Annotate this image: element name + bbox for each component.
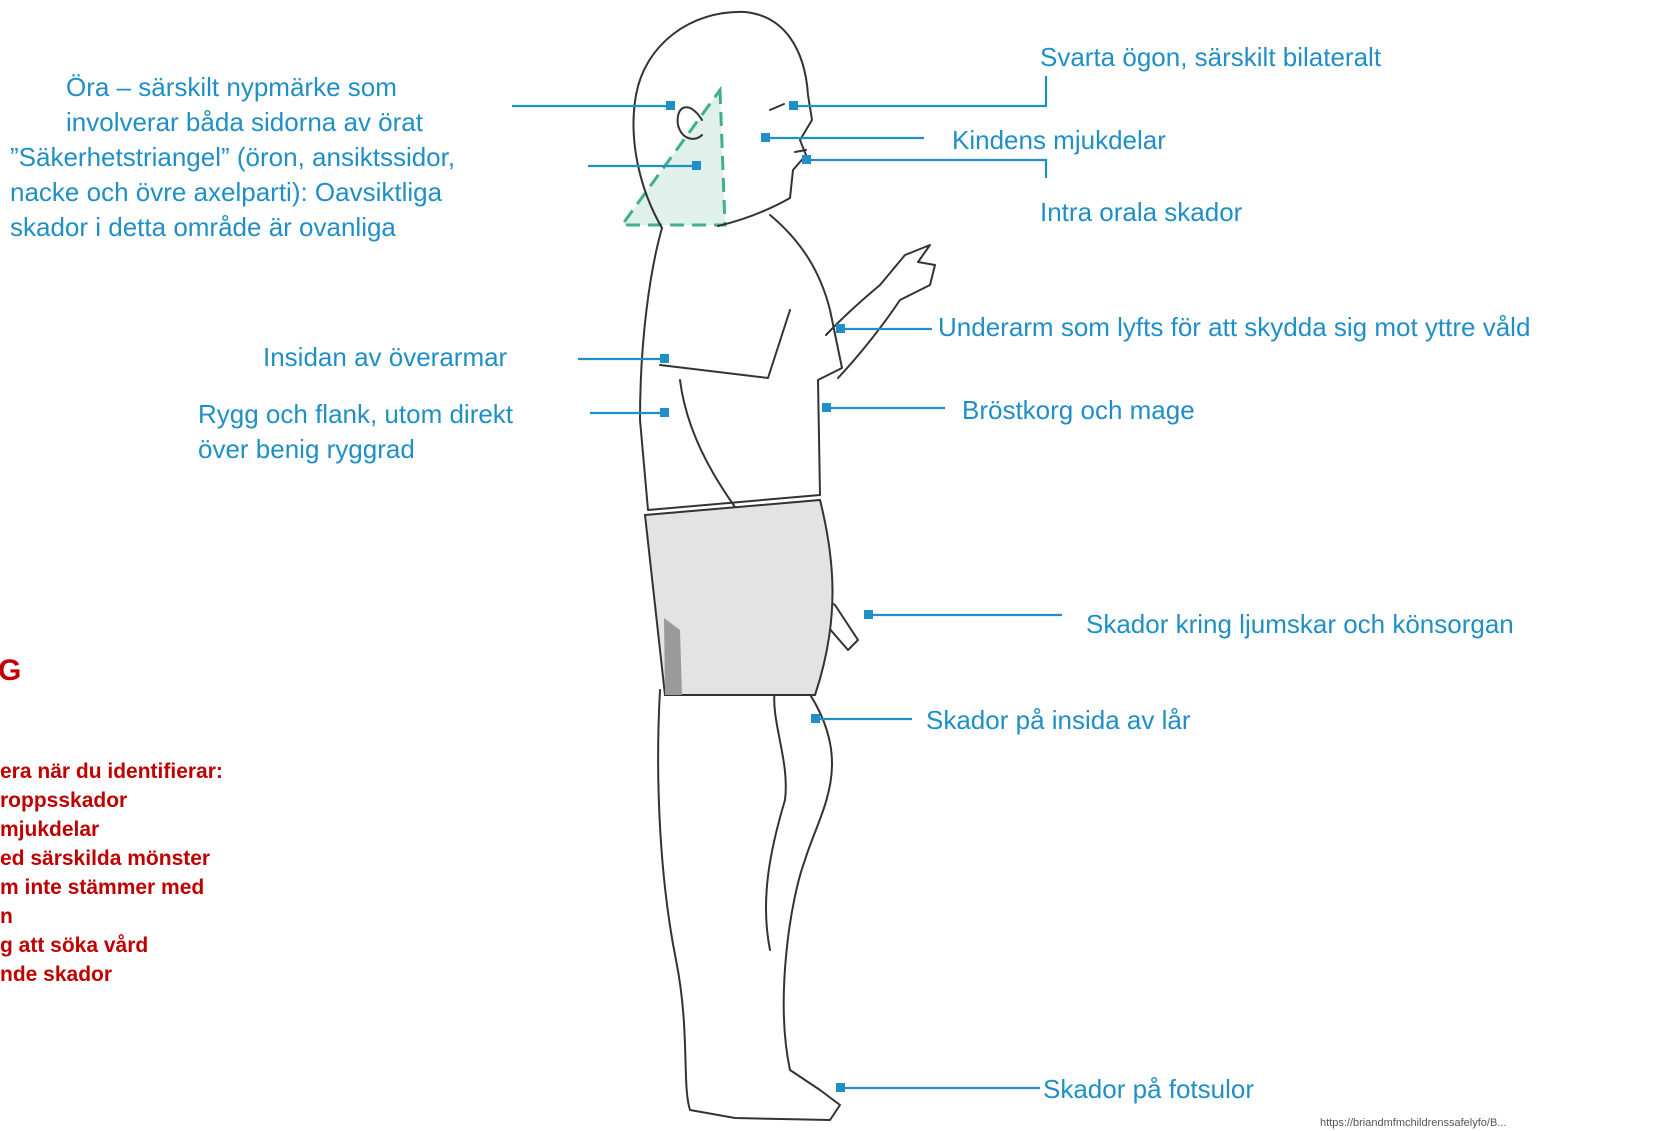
leader-intra-oral bbox=[806, 160, 1046, 178]
sidebar-line-1: era när du identifierar: bbox=[0, 757, 223, 786]
label-chest: Bröstkorg och mage bbox=[962, 393, 1195, 428]
label-ear-line-2: involverar båda sidorna av örat bbox=[66, 105, 423, 140]
sidebar-line-3: mjukdelar bbox=[0, 815, 223, 844]
label-upper-arms: Insidan av överarmar bbox=[263, 340, 507, 375]
marker-chest bbox=[822, 403, 831, 412]
label-soles: Skador på fotsulor bbox=[1043, 1072, 1254, 1107]
marker-soles bbox=[836, 1083, 845, 1092]
label-intra-oral: Intra orala skador bbox=[1040, 195, 1242, 230]
label-thighs: Skador på insida av lår bbox=[926, 703, 1190, 738]
label-ear-line-1: Öra – särskilt nypmärke som bbox=[66, 70, 423, 105]
label-groin: Skador kring ljumskar och könsorgan bbox=[1086, 607, 1514, 642]
eye bbox=[770, 104, 784, 110]
marker-cheek bbox=[761, 133, 770, 142]
label-ear: Öra – särskilt nypmärke som involverar b… bbox=[66, 70, 423, 140]
label-triangle-line-1: ”Säkerhetstriangel” (öron, ansiktssidor, bbox=[10, 140, 455, 175]
shorts-shadow bbox=[664, 618, 682, 695]
marker-back bbox=[660, 408, 669, 417]
marker-groin bbox=[864, 610, 873, 619]
front-arm bbox=[826, 245, 935, 378]
leader-black-eyes bbox=[793, 76, 1046, 106]
sidebar-line-7: g att söka vård bbox=[0, 931, 223, 960]
marker-thighs bbox=[811, 714, 820, 723]
legs-outline bbox=[658, 680, 840, 1120]
sidebar-list: era när du identifierar: roppsskador mju… bbox=[0, 757, 223, 989]
label-back: Rygg och flank, utom direkt över benig r… bbox=[198, 397, 513, 467]
sidebar-line-4: ed särskilda mönster bbox=[0, 844, 223, 873]
sidebar-line-2: roppsskador bbox=[0, 786, 223, 815]
marker-upper-arms bbox=[660, 354, 669, 363]
label-cheek: Kindens mjukdelar bbox=[952, 123, 1166, 158]
label-triangle: ”Säkerhetstriangel” (öron, ansiktssidor,… bbox=[10, 140, 455, 245]
marker-intra-oral bbox=[802, 155, 811, 164]
marker-ear bbox=[666, 101, 675, 110]
sidebar-line-5: m inte stämmer med bbox=[0, 873, 223, 902]
sidebar-line-6: n bbox=[0, 902, 223, 931]
sidebar-line-8: nde skador bbox=[0, 960, 223, 989]
label-forearm: Underarm som lyfts för att skydda sig mo… bbox=[938, 310, 1530, 345]
sidebar-heading: G bbox=[0, 656, 21, 685]
label-black-eyes: Svarta ögon, särskilt bilateralt bbox=[1040, 40, 1381, 75]
marker-black-eyes bbox=[789, 101, 798, 110]
sleeve bbox=[660, 310, 790, 378]
marker-forearm bbox=[836, 324, 845, 333]
label-back-line-2: över benig ryggrad bbox=[198, 432, 513, 467]
shirt-outline bbox=[640, 215, 842, 510]
label-triangle-line-3: skador i detta område är ovanliga bbox=[10, 210, 455, 245]
inner-leg bbox=[766, 688, 786, 950]
label-back-line-1: Rygg och flank, utom direkt bbox=[198, 397, 513, 432]
label-triangle-line-2: nacke och övre axelparti): Oavsiktliga bbox=[10, 175, 455, 210]
marker-triangle bbox=[692, 161, 701, 170]
source-footnote: https://briandmfmchildrenssafelyfo/B... bbox=[1320, 1117, 1506, 1129]
